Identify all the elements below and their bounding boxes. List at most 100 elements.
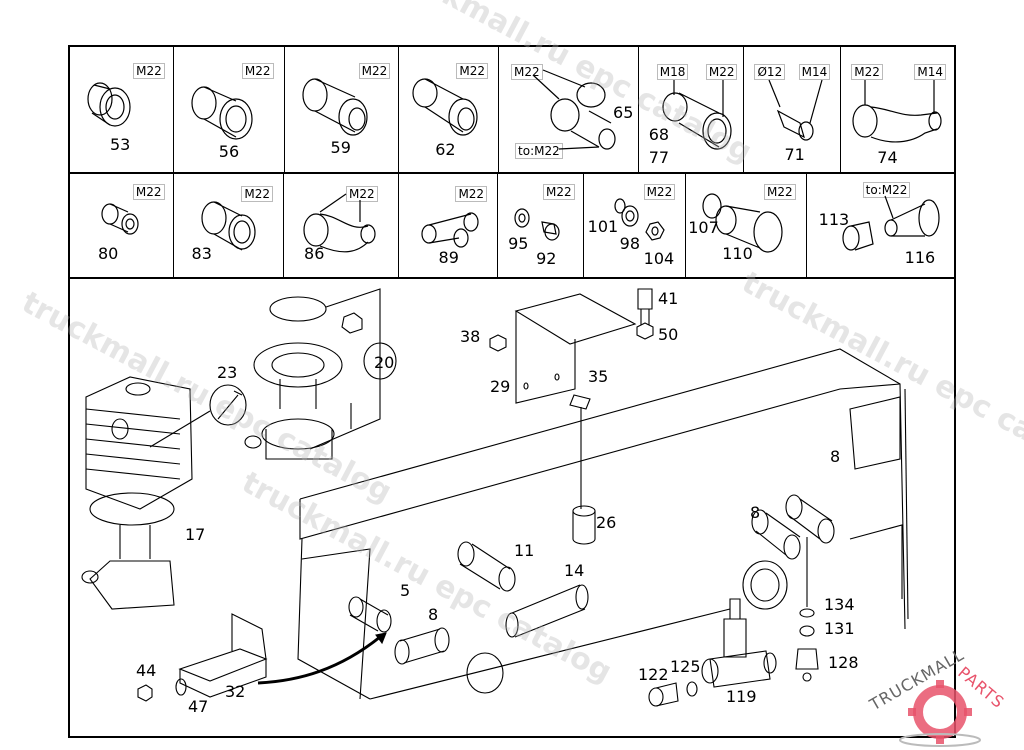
part-cell-107-110[interactable]: M22 107 110 <box>686 174 807 277</box>
part-number: 77 <box>648 148 670 167</box>
part-number: 107 <box>688 218 719 237</box>
callout-8-right-high[interactable]: 8 <box>830 447 841 466</box>
part-cell-80[interactable]: M22 80 <box>70 174 174 277</box>
part-cell-59[interactable]: M22 59 <box>285 47 400 172</box>
callout-125[interactable]: 125 <box>670 657 701 676</box>
cylinder-8-front <box>394 627 450 665</box>
part-cell-62[interactable]: M22 62 <box>399 47 500 172</box>
thread-label: M22 <box>358 63 391 79</box>
thread-label: Ø12 <box>754 64 786 80</box>
callout-50[interactable]: 50 <box>658 325 679 344</box>
compressor-17 <box>81 376 193 610</box>
washers-nut-101-98-104-icon <box>614 198 665 241</box>
parts-grid-row-2: M22 80 M22 83 M22 86 M22 89 M22 95 92 M2… <box>70 174 954 279</box>
callout-41[interactable]: 41 <box>658 289 679 308</box>
part-cell-68-77[interactable]: M18 M22 68 77 <box>639 47 745 172</box>
callout-122[interactable]: 122 <box>638 665 669 684</box>
thread-label: M22 <box>133 63 165 79</box>
callout-20[interactable]: 20 <box>374 353 395 372</box>
bolt-44 <box>137 684 153 702</box>
thread-label: M22 <box>705 64 738 80</box>
part-number: 95 <box>508 234 529 253</box>
callout-32[interactable]: 32 <box>225 682 246 701</box>
callout-8-front[interactable]: 8 <box>428 605 439 624</box>
cylinder-11 <box>457 541 516 592</box>
adapter-113-116-icon <box>842 195 940 251</box>
part-cell-101-98-104[interactable]: M22 101 98 104 <box>584 174 687 277</box>
part-cell-89[interactable]: M22 89 <box>399 174 499 277</box>
part-cell-95-92[interactable]: M22 95 92 <box>498 174 584 277</box>
bus-body-outline <box>297 348 909 700</box>
truckmall-parts-logo: TRUCKMALL PARTS <box>860 645 1020 750</box>
callout-134[interactable]: 134 <box>824 595 855 614</box>
fitting-80-icon <box>101 203 139 235</box>
callout-11[interactable]: 11 <box>514 541 535 560</box>
part-number: 89 <box>438 248 459 267</box>
part-cell-83[interactable]: M22 83 <box>174 174 285 277</box>
part-number: 83 <box>191 244 212 263</box>
nut-38 <box>489 334 507 352</box>
elbow-fitting-74-icon <box>852 80 942 143</box>
part-cell-86[interactable]: M22 86 <box>284 174 399 277</box>
wrench-icon <box>209 384 247 426</box>
part-number: 104 <box>643 249 675 268</box>
callout-14[interactable]: 14 <box>564 561 585 580</box>
thread-label: M22 <box>241 63 274 79</box>
part-number: 74 <box>877 148 898 167</box>
part-cell-113-116[interactable]: to:M22 113 116 <box>807 174 954 277</box>
gear-icon <box>899 680 981 747</box>
washer-47 <box>175 678 187 696</box>
callout-44[interactable]: 44 <box>136 661 157 680</box>
fitting-59-icon <box>301 78 368 136</box>
callout-47[interactable]: 47 <box>188 697 209 716</box>
thread-label: M22 <box>456 63 489 79</box>
fitting-71-icon <box>768 79 824 141</box>
part-number: 59 <box>330 138 351 157</box>
callout-131[interactable]: 131 <box>824 619 855 638</box>
tee-fitting-89-icon <box>420 212 479 248</box>
part-cell-56[interactable]: M22 56 <box>174 47 285 172</box>
wrench-glyph <box>217 390 243 420</box>
part-number: 92 <box>536 249 557 268</box>
callout-38[interactable]: 38 <box>460 327 481 346</box>
callout-26[interactable]: 26 <box>596 513 617 532</box>
part-number: 53 <box>110 135 131 154</box>
arrow-head <box>375 632 387 645</box>
cylinder-14 <box>505 584 589 638</box>
part-number: 56 <box>218 142 240 161</box>
tee-fitting-65-icon <box>532 69 616 150</box>
callout-17[interactable]: 17 <box>185 525 206 544</box>
thread-label: M22 <box>241 186 274 202</box>
callout-119[interactable]: 119 <box>726 687 757 706</box>
part-number: 101 <box>587 217 619 236</box>
callout-5[interactable]: 5 <box>400 581 411 600</box>
part-number: 71 <box>784 145 805 164</box>
washer-plug-95-92-icon <box>514 208 560 241</box>
part-number: 98 <box>619 234 641 253</box>
callout-23[interactable]: 23 <box>217 363 238 382</box>
part-cell-71[interactable]: Ø12 M14 71 <box>744 47 842 172</box>
cylinder-26 <box>572 505 596 545</box>
exploded-view-drawing <box>81 288 909 707</box>
leader-line <box>149 410 211 448</box>
thread-label: M22 <box>764 184 796 200</box>
part-cell-53[interactable]: M22 53 <box>70 47 174 172</box>
callout-29[interactable]: 29 <box>490 377 511 396</box>
thread-label: M22 <box>643 184 676 200</box>
part-cell-65[interactable]: M22 to:M22 65 <box>499 47 639 172</box>
callout-8-right-low[interactable]: 8 <box>750 503 761 522</box>
thread-label: M22 <box>511 64 543 80</box>
part-number: 110 <box>722 244 753 263</box>
cylinder-8-right-b <box>785 494 835 544</box>
part-cell-74[interactable]: M22 M14 74 <box>841 47 954 172</box>
callout-128[interactable]: 128 <box>828 653 859 672</box>
valve-128 <box>795 648 819 670</box>
part-number: 65 <box>613 103 634 122</box>
fitting-68-icon <box>662 80 732 150</box>
washer-131 <box>799 625 815 637</box>
thread-label: to:M22 <box>862 182 911 198</box>
callout-35[interactable]: 35 <box>588 367 609 386</box>
thread-label: M22 <box>851 64 883 80</box>
thread-label: M14 <box>798 64 831 80</box>
fitting-56-icon <box>191 86 253 140</box>
